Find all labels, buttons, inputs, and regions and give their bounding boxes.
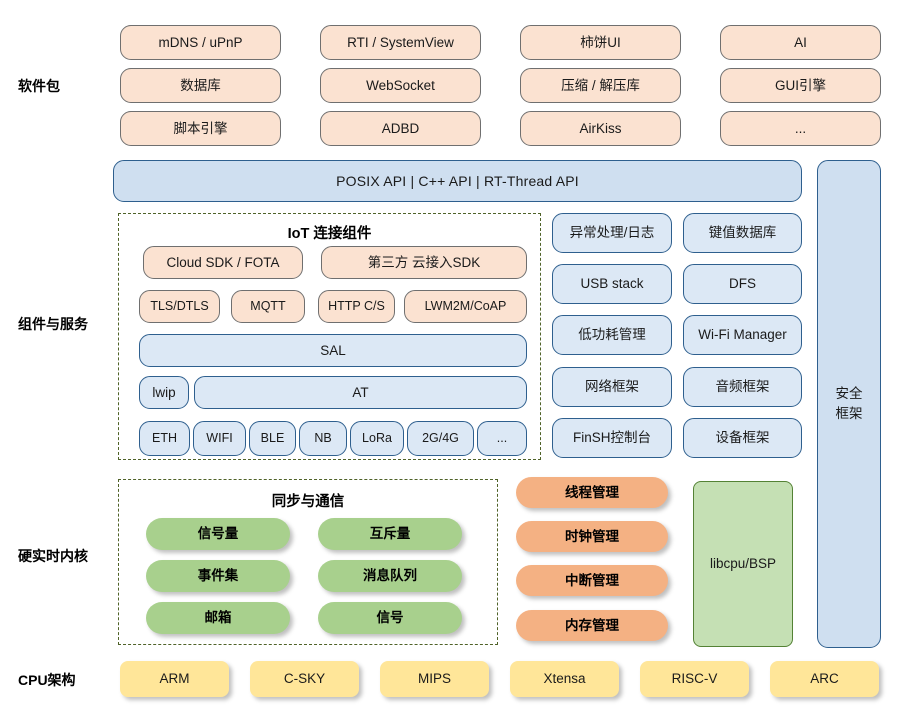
cpu-arch-box[interactable]: MIPS (380, 661, 489, 697)
link-box[interactable]: ... (477, 421, 527, 456)
iot-connectivity-container (118, 213, 541, 460)
cpu-arch-box[interactable]: Xtensa (510, 661, 619, 697)
iot-protocol-box[interactable]: MQTT (231, 290, 305, 323)
kernel-manager-box[interactable]: 线程管理 (516, 477, 668, 508)
sync-comm-title: 同步与通信 (271, 494, 345, 510)
iot-connectivity-title: IoT 连接组件 (287, 226, 372, 242)
link-box[interactable]: ETH (139, 421, 190, 456)
package-box[interactable]: WebSocket (320, 68, 481, 103)
cpu-arch-box[interactable]: C-SKY (250, 661, 359, 697)
sync-box[interactable]: 邮箱 (146, 602, 290, 634)
component-box[interactable]: 设备框架 (683, 418, 802, 458)
component-box[interactable]: DFS (683, 264, 802, 304)
security-frame-line1: 安全 (835, 386, 863, 402)
component-box[interactable]: 网络框架 (552, 367, 672, 407)
component-box[interactable]: 异常处理/日志 (552, 213, 672, 253)
kernel-manager-box[interactable]: 中断管理 (516, 565, 668, 596)
sync-box[interactable]: 信号量 (146, 518, 290, 550)
package-box[interactable]: 数据库 (120, 68, 281, 103)
package-box[interactable]: mDNS / uPnP (120, 25, 281, 60)
iot-box[interactable]: Cloud SDK / FOTA (143, 246, 303, 279)
iot-box[interactable]: 第三方 云接入SDK (321, 246, 527, 279)
iot-protocol-box[interactable]: HTTP C/S (318, 290, 395, 323)
section-label-cpu-architecture: CPU架构 (18, 672, 76, 688)
sal-box[interactable]: SAL (139, 334, 527, 367)
link-box[interactable]: NB (299, 421, 347, 456)
package-box[interactable]: 柿饼UI (520, 25, 681, 60)
component-box[interactable]: 键值数据库 (683, 213, 802, 253)
link-box[interactable]: LoRa (350, 421, 404, 456)
component-box[interactable]: USB stack (552, 264, 672, 304)
link-box[interactable]: BLE (249, 421, 296, 456)
package-box[interactable]: AI (720, 25, 881, 60)
package-box[interactable]: 脚本引擎 (120, 111, 281, 146)
component-box[interactable]: 音频框架 (683, 367, 802, 407)
iot-protocol-box[interactable]: LWM2M/CoAP (404, 290, 527, 323)
cpu-arch-box[interactable]: ARC (770, 661, 879, 697)
component-box[interactable]: Wi-Fi Manager (683, 315, 802, 355)
section-label-software-packages: 软件包 (18, 78, 60, 94)
sync-box[interactable]: 信号 (318, 602, 462, 634)
iot-protocol-box[interactable]: TLS/DTLS (139, 290, 220, 323)
sync-comm-container (118, 479, 498, 645)
at-box[interactable]: AT (194, 376, 527, 409)
lwip-box[interactable]: lwip (139, 376, 189, 409)
cpu-arch-box[interactable]: RISC-V (640, 661, 749, 697)
libcpu-bsp-box[interactable]: libcpu/BSP (693, 481, 793, 647)
section-label-hard-realtime-kernel: 硬实时内核 (18, 548, 88, 564)
package-box[interactable]: ... (720, 111, 881, 146)
link-box[interactable]: 2G/4G (407, 421, 474, 456)
api-bar[interactable]: POSIX API | C++ API | RT-Thread API (113, 160, 802, 202)
kernel-manager-box[interactable]: 时钟管理 (516, 521, 668, 552)
kernel-manager-box[interactable]: 内存管理 (516, 610, 668, 641)
package-box[interactable]: GUI引擎 (720, 68, 881, 103)
section-label-components-services: 组件与服务 (18, 316, 88, 332)
cpu-arch-box[interactable]: ARM (120, 661, 229, 697)
package-box[interactable]: 压缩 / 解压库 (520, 68, 681, 103)
sync-box[interactable]: 事件集 (146, 560, 290, 592)
security-frame-line2: 框架 (835, 406, 863, 421)
package-box[interactable]: RTI / SystemView (320, 25, 481, 60)
sync-box[interactable]: 消息队列 (318, 560, 462, 592)
security-frame-box[interactable]: 安全 框架 (817, 160, 881, 648)
sync-box[interactable]: 互斥量 (318, 518, 462, 550)
link-box[interactable]: WIFI (193, 421, 246, 456)
package-box[interactable]: AirKiss (520, 111, 681, 146)
package-box[interactable]: ADBD (320, 111, 481, 146)
component-box[interactable]: 低功耗管理 (552, 315, 672, 355)
component-box[interactable]: FinSH控制台 (552, 418, 672, 458)
